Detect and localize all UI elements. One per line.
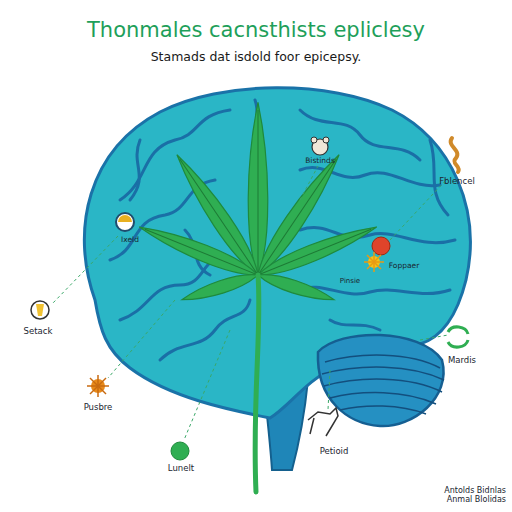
leader-lines [52,166,448,440]
subtitle: Stamads dat isdold foor epicepsy. [151,50,362,64]
icon-label: Pusbre [84,403,113,413]
icon-label: Setack [24,327,53,337]
icon-label: Fblencel [439,177,475,187]
icon-label: Lunelt [168,464,194,474]
icon-label: Petioid [320,447,349,457]
icon-label: Pinsie [340,277,360,285]
leaf-stem [255,275,259,492]
icon-label: Mardis [448,356,476,366]
brain-folds [110,100,455,360]
icons [31,137,468,460]
cerebellum-stripes [322,355,444,414]
icon-label: Foppaer [389,262,419,271]
watermark: Antolds Bidnlas Anmal Blolidas [428,486,506,504]
icon-label: Bistinds [305,157,335,166]
title: Thonmales cacnsthists epliclesy [0,18,512,42]
icon-label: Ixeld [121,236,139,245]
